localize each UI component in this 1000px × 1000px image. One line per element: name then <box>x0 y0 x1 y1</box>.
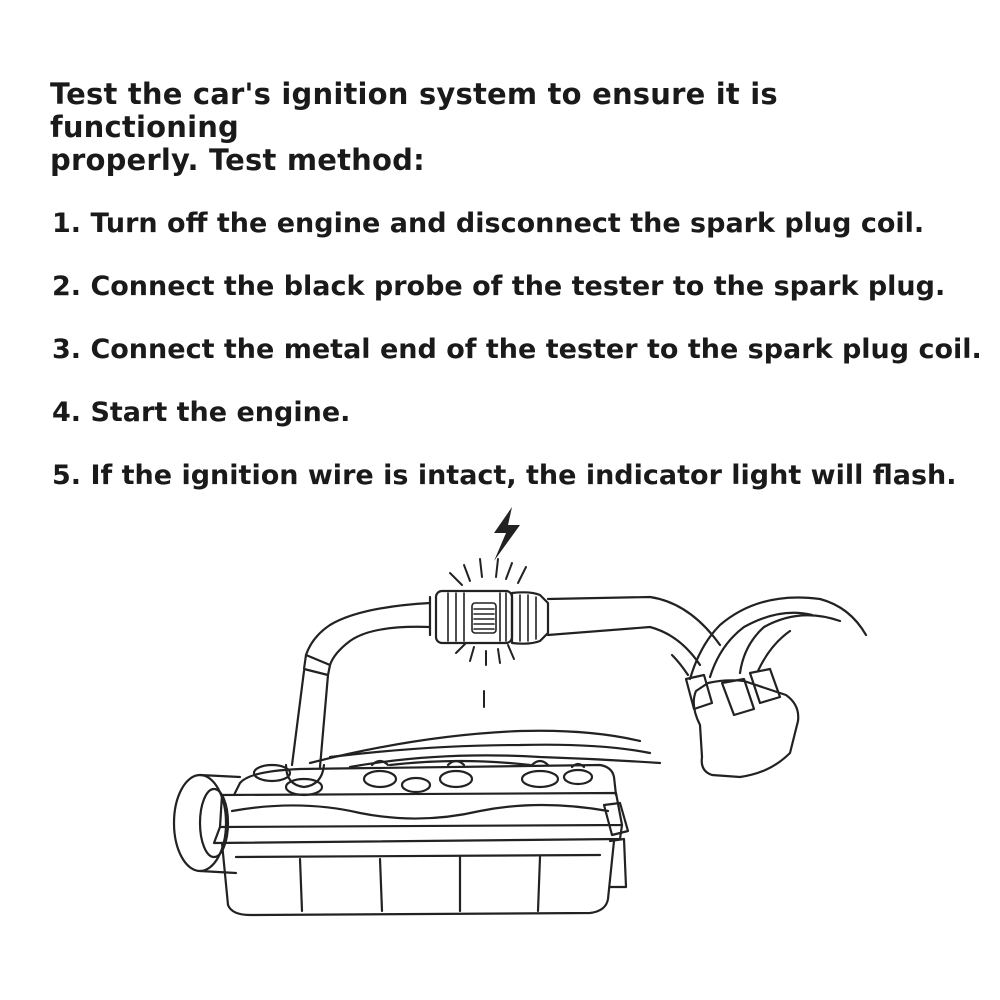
lightning-bolt-icon <box>494 507 520 561</box>
step-5: 5. If the ignition wire is intact, the i… <box>52 460 957 491</box>
ignition-coil-pack-icon <box>670 596 868 779</box>
steps-list: 1. Turn off the engine and disconnect th… <box>52 204 992 519</box>
spark-plug-boot-icon <box>284 601 432 789</box>
flash-rays-icon <box>449 558 527 708</box>
step-2: 2. Connect the black probe of the tester… <box>52 271 946 302</box>
ignition-test-illustration <box>0 495 1000 1000</box>
spark-tester-icon <box>428 589 550 645</box>
intro-line-1: Test the car's ignition system to ensure… <box>50 77 778 144</box>
step-4: 4. Start the engine. <box>52 397 351 428</box>
step-1: 1. Turn off the engine and disconnect th… <box>52 208 925 239</box>
intro-line-2: properly. Test method: <box>50 143 425 177</box>
ignition-wire-icon <box>546 595 722 667</box>
intro-text: Test the car's ignition system to ensure… <box>50 78 950 177</box>
engine-block-icon <box>172 729 662 917</box>
step-3: 3. Connect the metal end of the tester t… <box>52 334 982 365</box>
